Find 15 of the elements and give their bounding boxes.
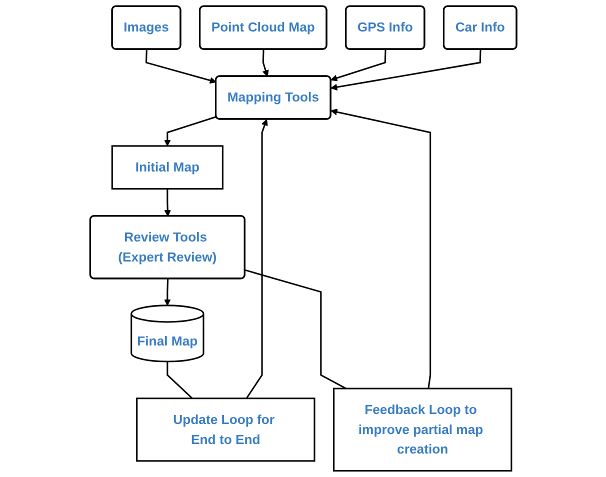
arrow bbox=[164, 116, 216, 146]
arrow bbox=[330, 49, 386, 82]
arrow bbox=[262, 49, 268, 77]
connector bbox=[244, 269, 346, 390]
arrow bbox=[145, 49, 216, 84]
node-box bbox=[111, 145, 224, 190]
arrow bbox=[164, 188, 171, 217]
arrow bbox=[330, 49, 481, 91]
connector bbox=[166, 362, 192, 399]
node-box bbox=[332, 388, 512, 472]
flowchart-drawing: Images Point Cloud Map GPS Info Car Info Mapping Tools Initial Map Review Tools (Expert Review) Final Map Update Loop for End to End Feedback Loop to improve partial map creation bbox=[84, 0, 522, 477]
arrow bbox=[245, 119, 268, 399]
arrow bbox=[330, 108, 431, 389]
arrow bbox=[164, 278, 170, 306]
node-box bbox=[136, 398, 315, 462]
